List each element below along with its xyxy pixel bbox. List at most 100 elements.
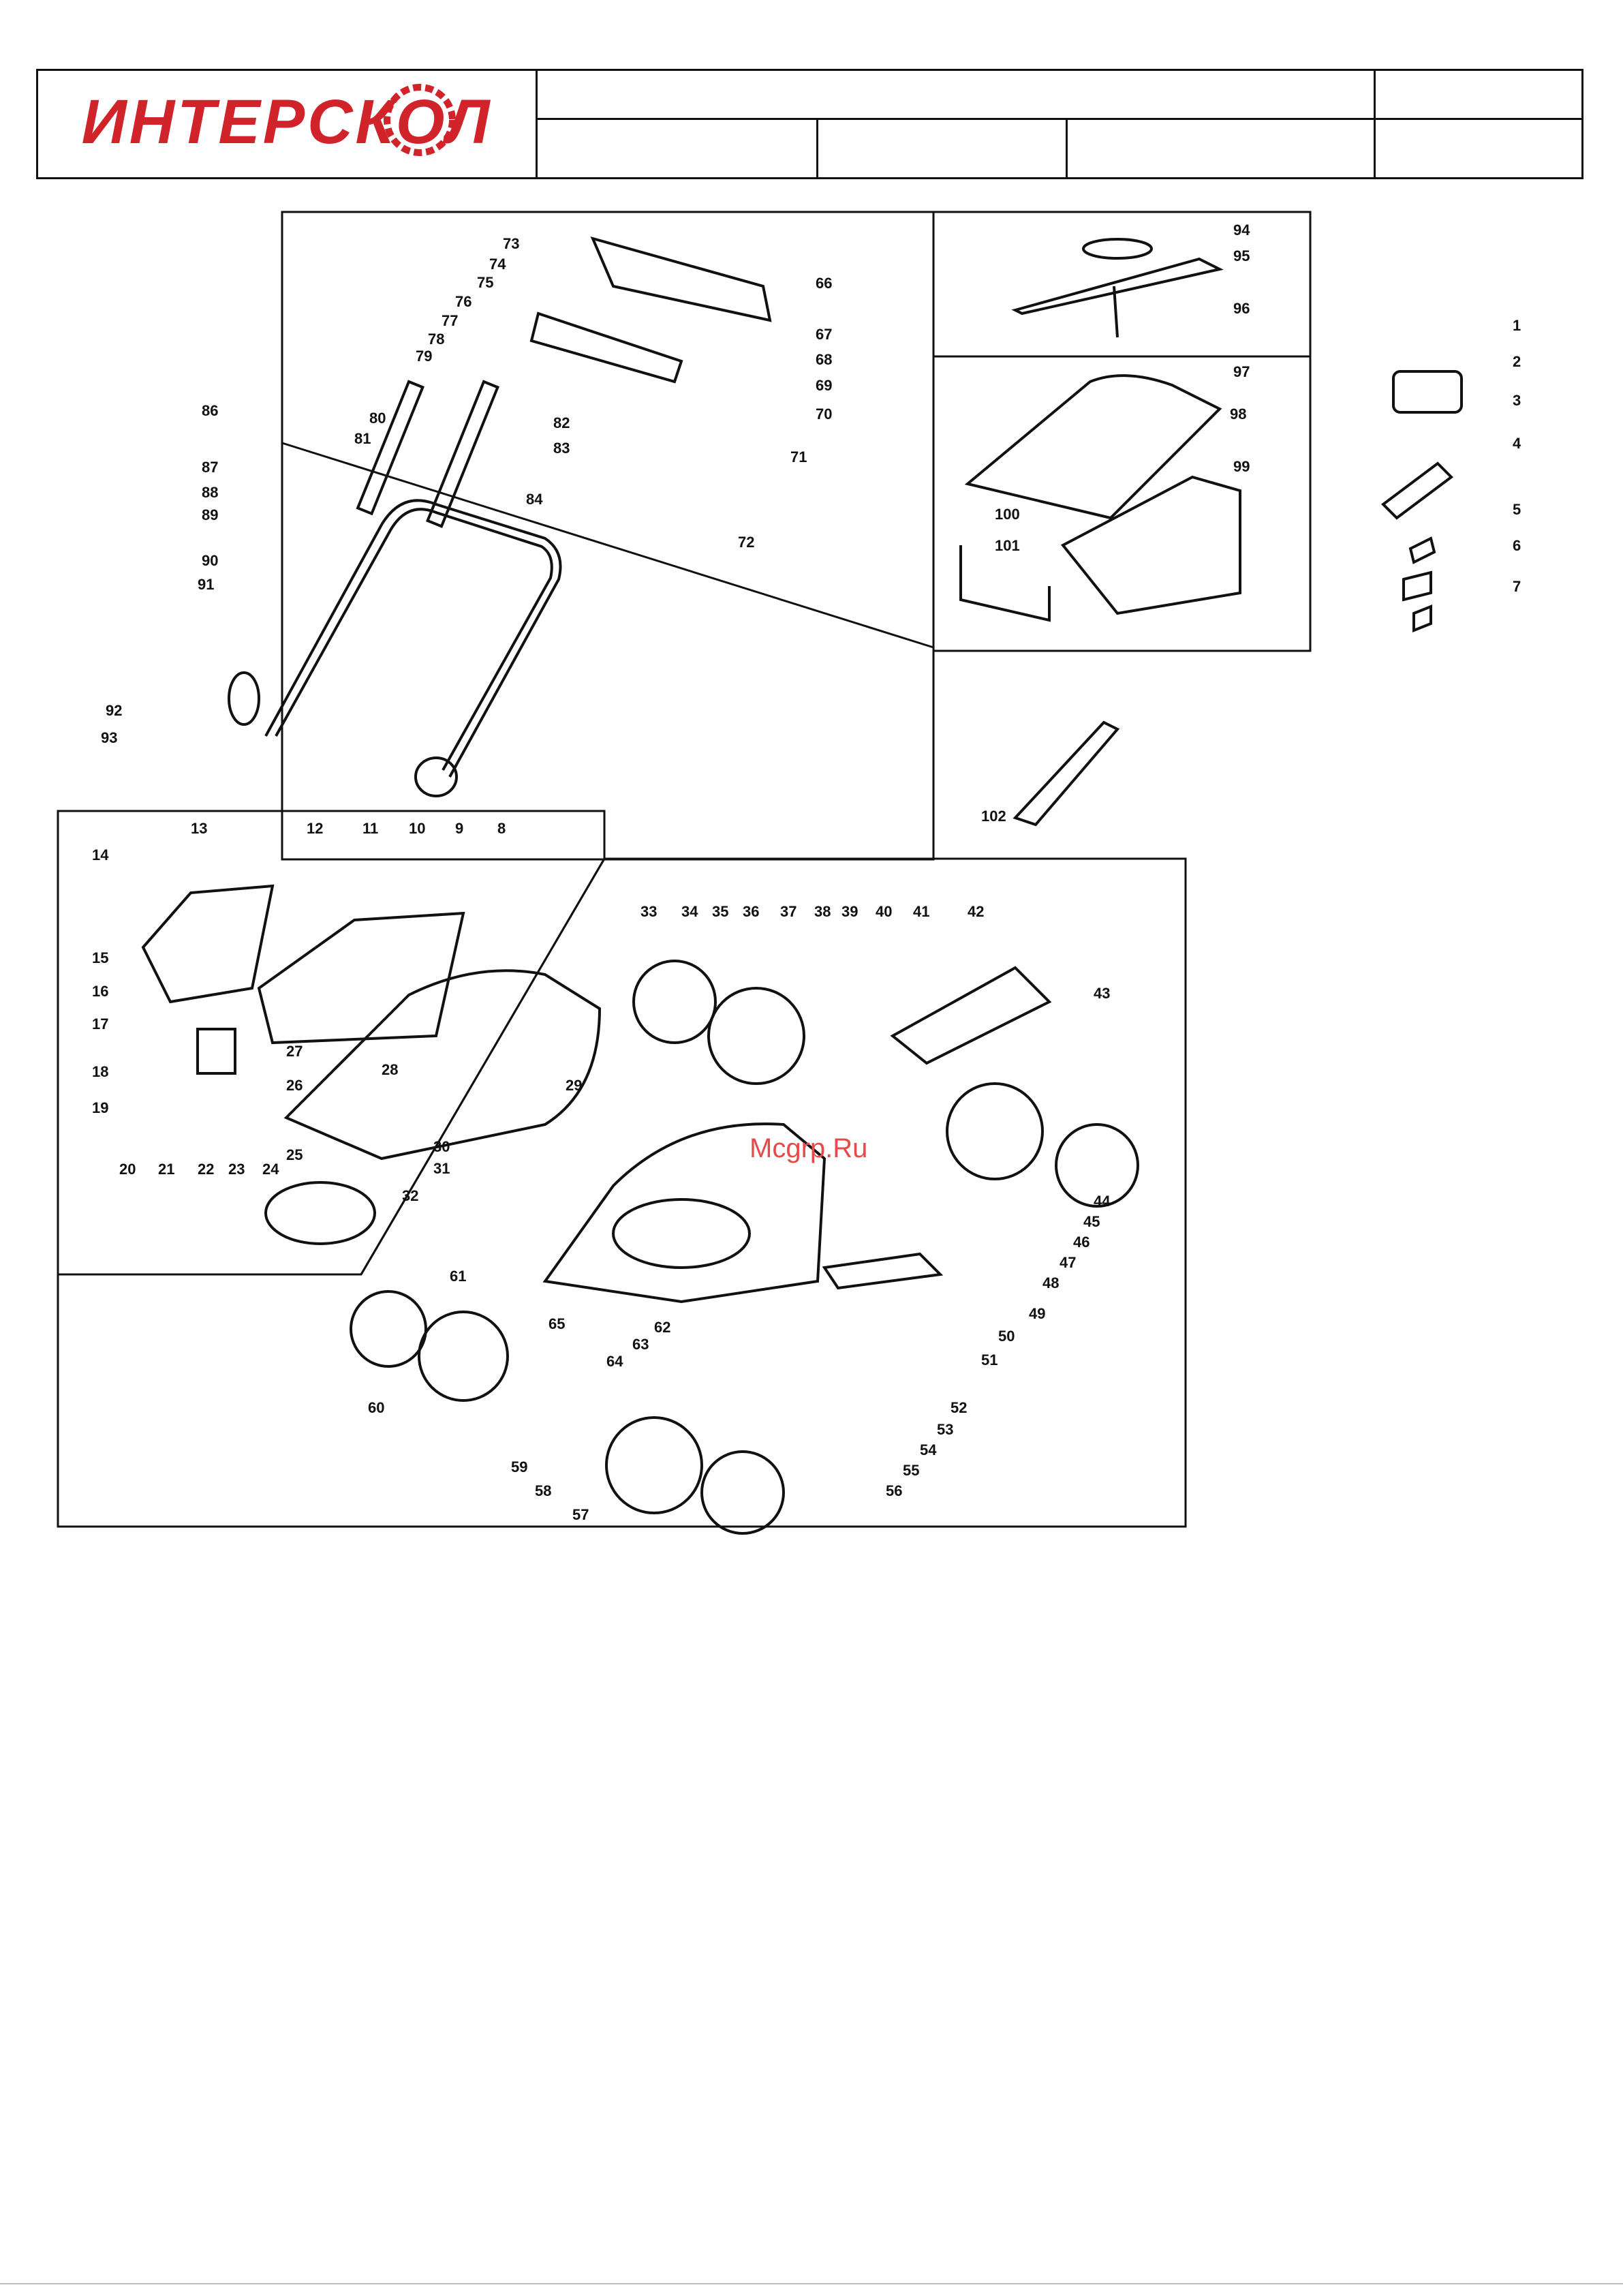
callout-label: 6 (1513, 537, 1521, 554)
callout-label: 102 (981, 808, 1006, 825)
spare-parts-drawing (1013, 370, 1463, 827)
callout-label: 80 (369, 410, 386, 427)
watermark-text: Mcgrp.Ru (749, 1133, 867, 1163)
callout-label: 4 (1513, 435, 1521, 452)
handle-drawing (228, 236, 772, 797)
frame-grassbox (932, 355, 1312, 652)
callout-label: 56 (886, 1482, 902, 1499)
frame-blade (932, 211, 1312, 358)
callout-label: 97 (1233, 363, 1250, 380)
header-cell-top-right (1374, 71, 1581, 120)
callout-label: 13 (191, 820, 207, 837)
callout-label: 19 (92, 1099, 108, 1116)
callout-label: 53 (937, 1421, 953, 1438)
header-cell-top-wide (536, 71, 1374, 120)
callout-label: 46 (1073, 1234, 1089, 1251)
callout-label: 14 (92, 846, 109, 863)
callout-label: 54 (920, 1441, 937, 1458)
callout-label: 64 (606, 1353, 623, 1370)
callout-label: 65 (548, 1315, 565, 1332)
title-block: ИНТЕРСКОЛ (36, 69, 1583, 179)
callout-label: 3 (1513, 392, 1521, 409)
callout-label: 69 (816, 377, 832, 394)
callout-label: 48 (1042, 1274, 1059, 1291)
blade-drawing (1011, 238, 1224, 338)
header-cell-bottom-1 (536, 120, 816, 177)
callout-label: 67 (816, 326, 832, 343)
callout-label: 52 (950, 1399, 967, 1416)
callout-label: 29 (566, 1077, 582, 1094)
callout-label: 39 (841, 903, 858, 920)
deck-drawing (350, 960, 1139, 1535)
callout-label: 98 (1230, 405, 1246, 423)
callout-label: 21 (158, 1161, 174, 1178)
callout-label: 58 (535, 1482, 551, 1499)
frame-motor-housing (57, 810, 606, 1276)
callout-label: 28 (382, 1061, 398, 1078)
callout-label: 17 (92, 1015, 108, 1032)
callout-label: 57 (572, 1506, 589, 1523)
callout-label: 68 (816, 351, 832, 368)
header-cell-bottom-3 (1066, 120, 1374, 177)
callout-label: 87 (202, 459, 218, 476)
callout-label: 49 (1029, 1305, 1045, 1322)
callout-label: 92 (106, 702, 122, 719)
callout-label: 40 (876, 903, 892, 920)
callout-label: 99 (1233, 458, 1250, 475)
motor-housing-drawing (141, 884, 602, 1245)
callout-label: 94 (1233, 221, 1250, 239)
frame-deck (57, 857, 1187, 1528)
callout-label: 26 (286, 1077, 303, 1094)
callout-label: 10 (409, 820, 425, 837)
callout-label: 88 (202, 484, 218, 501)
brand-logo-text: ИНТЕРСКОЛ (82, 87, 493, 157)
callout-label: 41 (913, 903, 929, 920)
callout-label: 63 (632, 1336, 649, 1353)
callout-label: 93 (101, 729, 117, 746)
callout-label: 55 (903, 1462, 919, 1479)
callout-label: 78 (428, 331, 444, 348)
callout-label: 43 (1094, 985, 1110, 1002)
callout-label: 79 (416, 348, 432, 365)
callout-labels: 1 2 3 4 5 6 7 8 9 10 11 12 13 14 15 16 1… (92, 221, 1521, 1523)
saw-blade-icon (384, 84, 456, 156)
callout-label: 34 (681, 903, 698, 920)
callout-label: 30 (433, 1138, 450, 1155)
callout-label: 31 (433, 1160, 450, 1177)
callout-label: 5 (1513, 501, 1521, 518)
callout-label: 86 (202, 402, 218, 419)
callout-label: 20 (119, 1161, 136, 1178)
callout-label: 101 (995, 537, 1020, 554)
callout-label: 59 (511, 1458, 527, 1475)
callout-label: 18 (92, 1063, 108, 1080)
callout-label: 16 (92, 983, 108, 1000)
callout-label: 82 (553, 414, 570, 431)
callout-label: 70 (816, 405, 832, 423)
callout-label: 11 (362, 820, 378, 837)
callout-label: 73 (503, 235, 519, 252)
callout-label: 1 (1513, 317, 1521, 334)
callout-label: 36 (743, 903, 759, 920)
callout-label: 72 (738, 534, 754, 551)
callout-label: 83 (553, 440, 570, 457)
callout-label: 33 (640, 903, 657, 920)
callout-label: 66 (816, 275, 832, 292)
callout-label: 90 (202, 552, 218, 569)
callout-label: 81 (354, 430, 371, 447)
header-cell-bottom-2 (816, 120, 1066, 177)
callout-label: 95 (1233, 247, 1250, 264)
callout-label: 77 (442, 312, 458, 329)
callout-label: 47 (1060, 1254, 1076, 1271)
callout-label: 96 (1233, 300, 1250, 317)
callout-label: 42 (968, 903, 984, 920)
callout-label: 76 (455, 293, 472, 310)
callout-label: 61 (450, 1268, 466, 1285)
callout-label: 60 (368, 1399, 384, 1416)
callout-label: 23 (228, 1161, 245, 1178)
callout-label: 35 (712, 903, 728, 920)
callout-label: 27 (286, 1043, 303, 1060)
callout-label: 75 (477, 274, 493, 291)
callout-label: 8 (497, 820, 506, 837)
header-cell-bottom-4 (1374, 120, 1581, 177)
callout-label: 62 (654, 1319, 670, 1336)
